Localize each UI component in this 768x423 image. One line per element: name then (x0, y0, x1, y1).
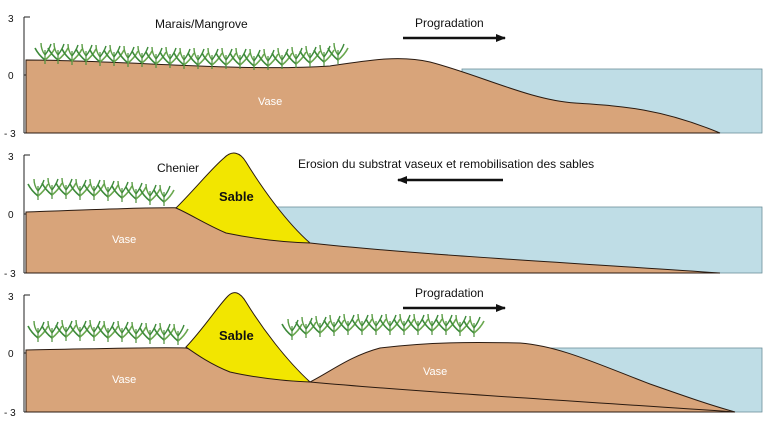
panel-3: 3 0 - 3 Progradation Vase Vase Sable (4, 286, 763, 419)
panel-1-process-label: Progradation (415, 16, 484, 30)
panel-1-mud (25, 58, 721, 134)
panel-2-tick-0: 0 (8, 210, 14, 221)
panel-2-vase-label: Vase (112, 234, 136, 246)
panel-1-tick-0: 0 (8, 71, 14, 82)
panel-3-vase-label-left: Vase (112, 374, 136, 386)
panel-1-axis: 3 0 - 3 (4, 14, 30, 140)
panel-3-tick-minus-3: - 3 (4, 408, 16, 419)
panel-3-buried-surface (309, 381, 736, 413)
panel-2: 3 0 - 3 Chenier Erosion du substrat vase… (4, 152, 763, 280)
panel-1-tick-minus-3: - 3 (4, 129, 16, 140)
panel-3-vegetation-left (27, 319, 189, 346)
panel-2-tick-minus-3: - 3 (4, 269, 16, 280)
panel-2-title: Chenier (157, 161, 199, 175)
panel-1-tick-3: 3 (8, 14, 14, 25)
panel-3-process-label: Progradation (415, 286, 484, 300)
panel-3-vegetation-right (281, 313, 485, 341)
panel-2-process-label: Erosion du substrat vaseux et remobilisa… (298, 157, 594, 171)
panel-3-vase-label-right: Vase (423, 366, 447, 378)
panel-2-mud (25, 207, 721, 274)
panel-2-sand (175, 152, 312, 244)
panel-1: 3 0 - 3 Marais/Mangrove Progradation Vas… (4, 14, 763, 140)
panel-3-sable-label: Sable (219, 328, 254, 343)
panel-2-vegetation (27, 177, 175, 207)
panel-1-vase-label: Vase (258, 96, 282, 108)
panel-3-tick-3: 3 (8, 292, 14, 303)
panel-2-tick-3: 3 (8, 152, 14, 163)
panel-3-mud (25, 342, 736, 413)
panel-1-title: Marais/Mangrove (155, 17, 248, 31)
panel-2-sable-label: Sable (219, 189, 254, 204)
panel-3-sand (185, 292, 312, 383)
panel-3-tick-0: 0 (8, 349, 14, 360)
